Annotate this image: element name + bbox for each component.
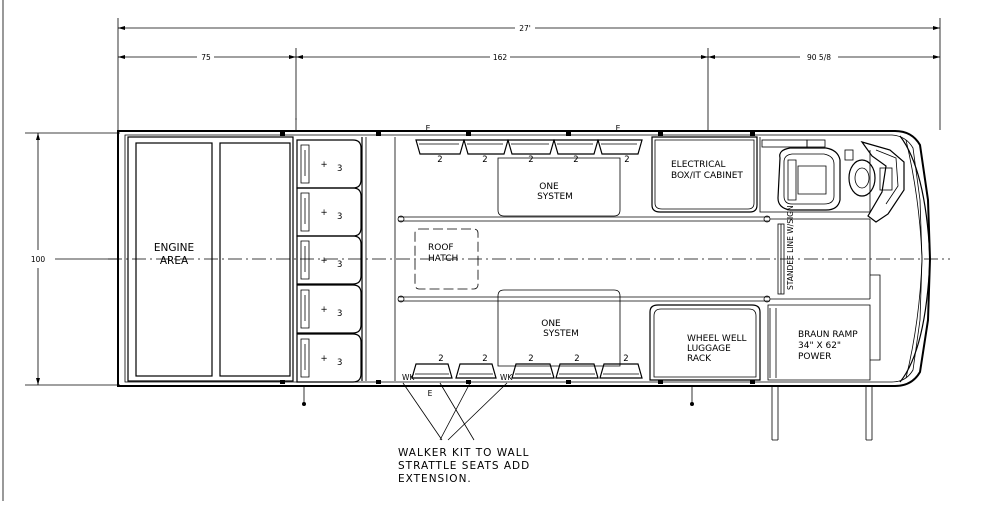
rear-bench-seats: + 3 + 3 + 3 + 3 + 3 [296,137,367,383]
overall-length-dimension: 27' [117,18,941,130]
svg-text:+: + [320,208,327,218]
side-seat-count: 2 [482,155,487,165]
top-side-seats: 2 2 2 2 2 E E [415,124,643,165]
one-system-top-label-2: SYSTEM [537,192,573,202]
rear-seat: + 3 [296,187,362,237]
rear-seat-count: 3 [337,358,342,368]
dashboard-console-icon [860,140,905,223]
standee-line-label: STANDEE LINE W/SIGN [786,205,795,290]
steering-wheel-icon [848,159,876,197]
one-system-top-label-1: ONE [539,182,559,192]
width-dimension: 100 [25,132,120,386]
driver-seat-icon [777,147,841,211]
side-seat: 2 [463,139,509,165]
engine-area-label-2: AREA [160,255,189,267]
wheel-well-luggage-rack: WHEEL WELL LUGGAGE RACK [649,304,761,381]
electrical-cabinet: ELECTRICAL BOX/IT CABINET [651,136,758,213]
side-seat-count: 2 [437,155,442,165]
electrical-cabinet-label-1: ELECTRICAL [671,160,726,170]
rear-seat-count: 3 [337,212,342,222]
svg-text:+: + [320,160,327,170]
interior-walls [394,137,871,381]
one-system-bottom-label-2: SYSTEM [543,329,579,339]
side-seat: 2 [415,139,465,165]
side-seat: 2 [411,354,453,379]
bottom-side-seats: 2 2 2 2 2 WK WK [402,354,643,382]
wheel-well-label-3: RACK [687,354,712,364]
section-dimensions: 75 162 90 5/8 [118,48,940,130]
side-seat-count: 2 [528,354,533,364]
engine-area-label-1: ENGINE [154,242,194,254]
wheel-well-label-2: LUGGAGE [687,344,731,354]
one-system-bottom: ONE SYSTEM [497,289,621,367]
rear-seat: + 3 [296,333,362,383]
overall-length-label: 27' [519,24,531,33]
e-marker: E [426,124,431,133]
engine-section-length: 75 [201,53,211,62]
braun-ramp: BRAUN RAMP 34" X 62" POWER [767,274,881,441]
e-marker: E [616,124,621,133]
wall-posts [280,118,755,406]
side-seat-count: 2 [438,354,443,364]
side-seat: 2 [511,354,555,379]
side-seat-count: 2 [574,354,579,364]
roof-hatch-label-1: ROOF [428,243,454,253]
e-marker: E [428,389,433,398]
side-seat: 2 [455,354,497,379]
side-seat: 2 [597,139,643,165]
svg-text:+: + [320,354,327,364]
walker-kit-note: E WALKER KIT TO WALL STRATTLE SEATS ADD … [398,382,530,485]
side-seat: 2 [599,354,643,379]
side-seat: 2 [555,354,599,379]
side-seat-count: 2 [482,354,487,364]
width-label: 100 [31,255,46,264]
side-seat: 2 [507,139,555,165]
engine-area: ENGINE AREA [127,136,294,382]
driver-area [759,137,905,223]
side-seat-count: 2 [573,155,578,165]
side-seat: 2 [553,139,599,165]
svg-text:+: + [320,256,327,266]
walker-kit-left: WK [402,373,415,382]
braun-ramp-label-1: BRAUN RAMP [798,330,858,340]
rear-seat-count: 3 [337,309,342,319]
note-line-1: WALKER KIT TO WALL [398,447,529,459]
one-system-bottom-label-1: ONE [541,319,561,329]
rear-seat: + 3 [296,284,362,334]
rear-seat-count: 3 [337,164,342,174]
standee-line: STANDEE LINE W/SIGN [777,205,795,295]
side-seat-count: 2 [624,155,629,165]
note-line-3: EXTENSION. [398,473,472,485]
middle-section-length: 162 [493,53,508,62]
rear-seat: + 3 [296,139,362,189]
walker-kit-right: WK [500,373,513,382]
roof-hatch: ROOF HATCH [414,228,479,290]
braun-ramp-label-3: POWER [798,352,831,362]
electrical-cabinet-label-2: BOX/IT CABINET [671,171,743,181]
rear-seat-count: 3 [337,260,342,270]
side-seat-count: 2 [528,155,533,165]
bus-body-outline [108,130,950,387]
svg-text:+: + [320,305,327,315]
wheel-well-label-1: WHEEL WELL [687,334,747,344]
rear-seat: + 3 [296,235,362,285]
front-section-length: 90 5/8 [807,53,831,62]
one-system-top: ONE SYSTEM [497,157,621,217]
side-seat-count: 2 [623,354,628,364]
note-line-2: STRATTLE SEATS ADD [398,460,530,472]
braun-ramp-label-2: 34" X 62" [798,341,841,351]
roof-hatch-label-2: HATCH [428,254,458,264]
